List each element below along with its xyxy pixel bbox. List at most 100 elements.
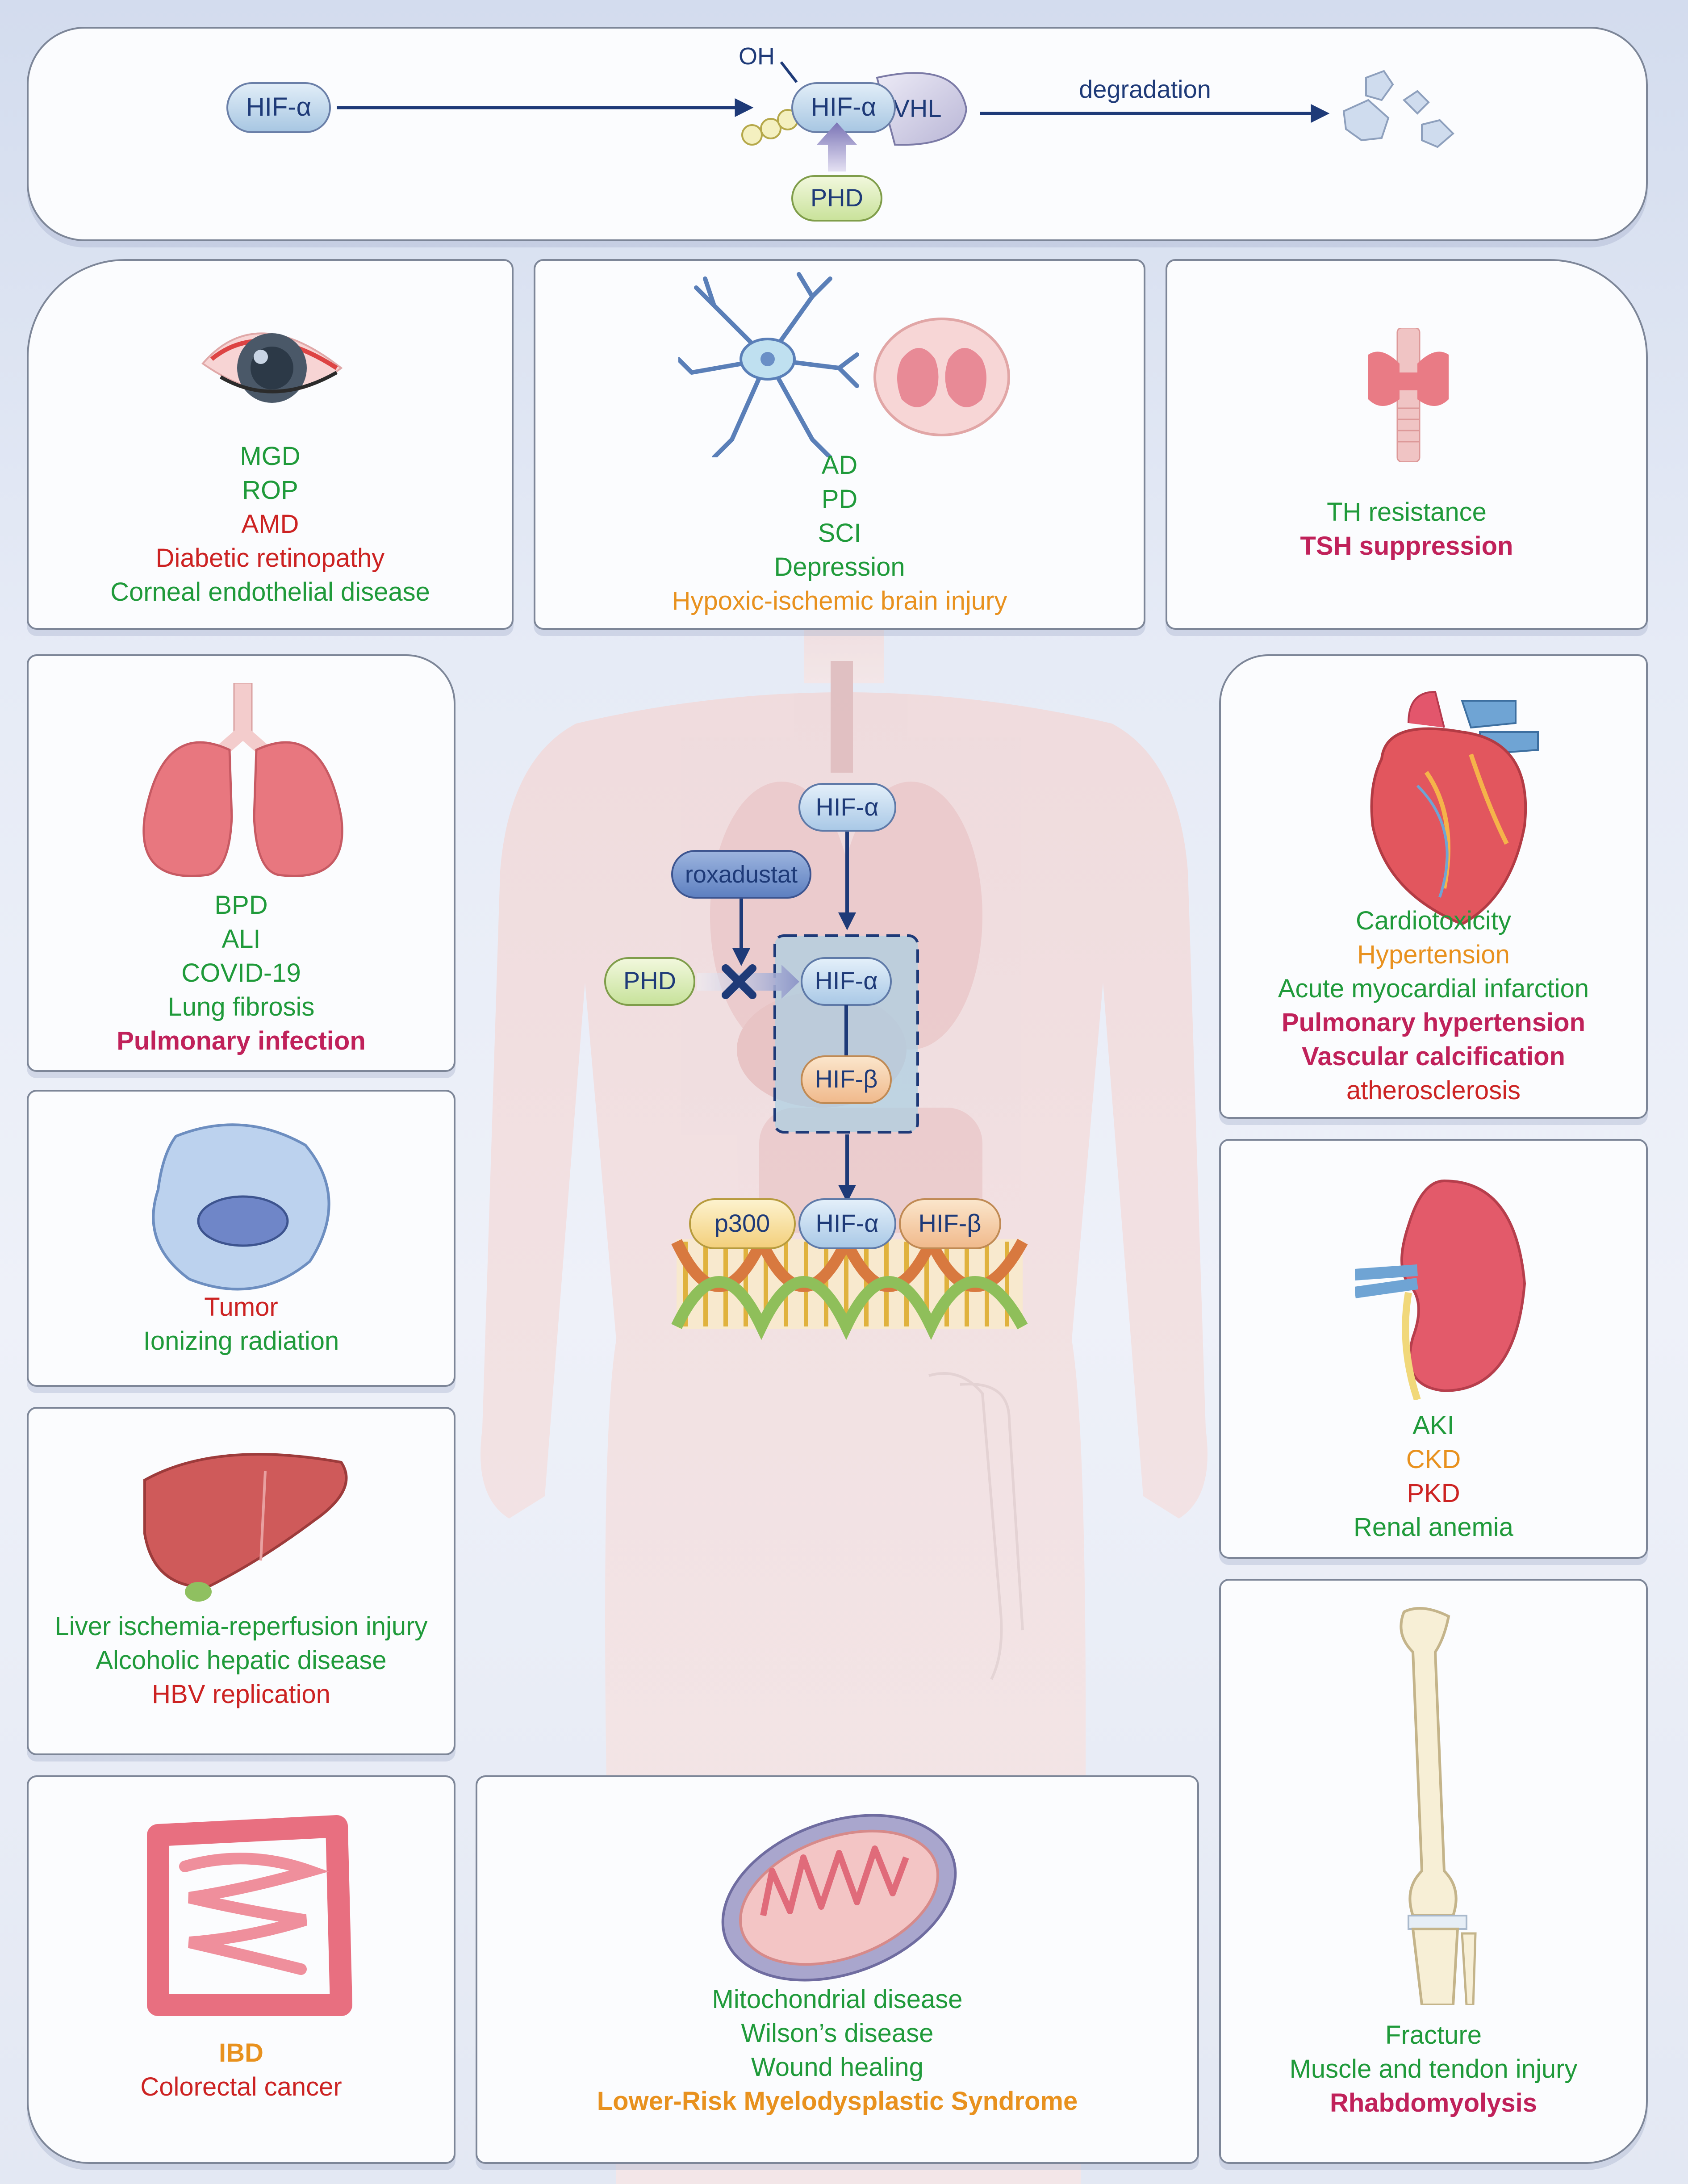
lung-disease-item: ALI	[221, 925, 261, 954]
complex-hif-alpha-label: HIF-α	[811, 92, 876, 121]
eye-disease-item: MGD	[240, 442, 301, 471]
thyroid-disease-item: TSH suppression	[1300, 531, 1513, 561]
eye-disease-item: Diabetic retinopathy	[155, 544, 385, 573]
hif-alpha-label: HIF-α	[246, 92, 311, 121]
hif-alpha-pill	[226, 82, 331, 133]
heart-icon	[1370, 690, 1539, 926]
eye-disease-item: Corneal endothelial disease	[110, 577, 430, 607]
heart-disease-item: Vascular calcification	[1302, 1042, 1565, 1071]
dna-helix-icon	[671, 1228, 1028, 1340]
bone-disease-item: Muscle and tendon injury	[1289, 2054, 1578, 2084]
mitochondria-icon	[721, 1814, 957, 1982]
brain-disease-item: PD	[821, 485, 858, 514]
dna-hif-alpha-label: HIF-α	[815, 1209, 878, 1237]
degradation-label: degradation	[1079, 75, 1211, 103]
lung-disease-item: Lung fibrosis	[167, 992, 315, 1021]
liver-disease-item: Liver ischemia-reperfusion injury	[54, 1612, 428, 1641]
tumor-disease-item: Ionizing radiation	[143, 1326, 339, 1356]
brain-disease-item: Hypoxic-ischemic brain injury	[672, 586, 1007, 615]
box-hif-beta-pill	[801, 1055, 892, 1104]
thyroid-disease-item: TH resistance	[1327, 498, 1487, 527]
dna-hif-alpha-pill	[798, 1198, 896, 1249]
oh-bond	[780, 61, 798, 83]
lung-disease-item: BPD	[214, 891, 268, 920]
box-hif-alpha-label: HIF-α	[815, 966, 877, 995]
intestine-panel: IBD Colorectal cancer	[27, 1775, 455, 2164]
intestine-icon	[147, 1815, 352, 2016]
brain-disease-item: Depression	[774, 552, 905, 582]
lung-disease-item: COVID-19	[181, 958, 301, 987]
bone-icon	[1400, 1607, 1477, 2005]
thyroid-icon	[1368, 328, 1449, 462]
heart-disease-item: Acute myocardial infarction	[1278, 974, 1589, 1003]
bone-disease-item: Fracture	[1385, 2021, 1482, 2050]
degradation-pathway-panel: HIF-α OH VHL HIF-α PHD degradation	[27, 27, 1648, 241]
oh-label: OH	[739, 43, 775, 70]
tumor-disease-item: Tumor	[204, 1293, 278, 1322]
dna-hif-beta-pill	[899, 1198, 1001, 1249]
eye-icon	[201, 332, 343, 403]
roxadustat-pill	[671, 850, 811, 899]
phd-pill	[791, 175, 882, 222]
kidney-panel: AKI CKD PKD Renal anemia	[1219, 1139, 1648, 1559]
kidney-disease-item: Renal anemia	[1354, 1513, 1513, 1542]
inhibition-cross-icon	[722, 964, 756, 999]
mito-disease-item: Wound healing	[751, 2053, 923, 2082]
top-hif-alpha-label: HIF-α	[815, 793, 878, 821]
dna-hif-beta-label: HIF-β	[918, 1209, 981, 1237]
lung-disease-item: Pulmonary infection	[117, 1026, 366, 1055]
heart-disease-item: atherosclerosis	[1346, 1076, 1521, 1105]
top-hif-alpha-pill	[798, 783, 896, 832]
bone-disease-item: Rhabdomyolysis	[1329, 2088, 1538, 2117]
eye-disease-item: AMD	[241, 510, 299, 539]
liver-icon	[143, 1453, 348, 1602]
heart-disease-item: Hypertension	[1357, 940, 1510, 969]
vhl-label: VHL	[893, 94, 942, 122]
neuron-icon	[678, 272, 1010, 457]
kidney-disease-item: AKI	[1412, 1411, 1454, 1440]
degradation-pathway-diagram: HIF-α OH VHL HIF-α PHD degradation	[226, 43, 1454, 222]
box-hif-beta-label: HIF-β	[815, 1065, 877, 1093]
kidney-disease-item: PKD	[1407, 1479, 1460, 1508]
heart-disease-item: Cardiotoxicity	[1355, 906, 1512, 935]
lung-icon	[142, 683, 343, 877]
liver-disease-item: HBV replication	[152, 1680, 330, 1709]
p300-pill	[689, 1198, 796, 1249]
phd-up-arrow	[817, 122, 857, 172]
intestine-disease-item: Colorectal cancer	[140, 2072, 342, 2101]
kidney-icon	[1355, 1179, 1526, 1400]
phd-arrow	[697, 965, 799, 999]
mito-disease-item: Lower-Risk Myelodysplastic Syndrome	[597, 2087, 1078, 2116]
kidney-disease-list: AKI CKD PKD Renal anemia	[1221, 1409, 1646, 1544]
kidney-disease-item: CKD	[1406, 1445, 1461, 1474]
mito-disease-item: Wilson’s disease	[741, 2019, 934, 2048]
heart-disease-item: Pulmonary hypertension	[1281, 1008, 1586, 1037]
vhl-shape	[876, 72, 968, 146]
mito-disease-item: Mitochondrial disease	[712, 1985, 963, 2014]
roxadustat-label: roxadustat	[685, 861, 798, 888]
spinal-cord-cross-section	[873, 318, 1010, 436]
intestine-disease-item: IBD	[219, 2038, 263, 2067]
eye-disease-item: ROP	[242, 476, 298, 505]
liver-disease-item: Alcoholic hepatic disease	[96, 1646, 387, 1675]
cell-icon	[152, 1123, 330, 1291]
degraded-fragments-icon	[1342, 70, 1454, 148]
p300-label: p300	[714, 1209, 770, 1237]
